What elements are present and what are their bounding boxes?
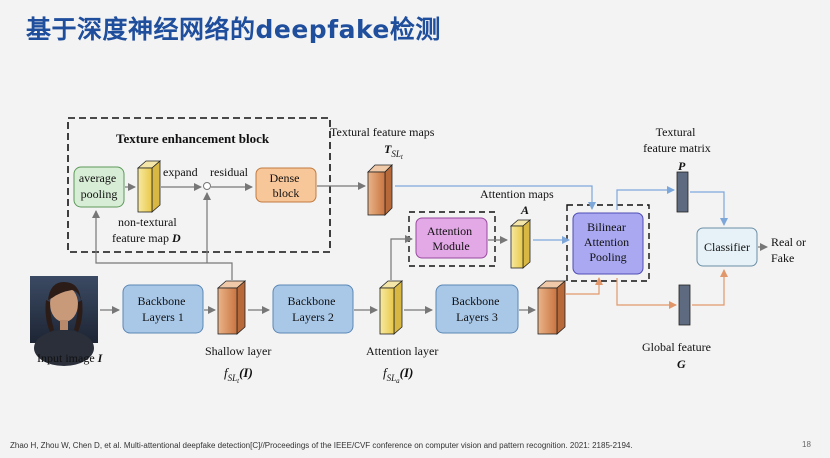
textural-matrix-var: P [678, 159, 686, 173]
backbone-layers-3-box [435, 284, 519, 334]
svg-text:fSLa(I): fSLa(I) [383, 365, 413, 385]
svg-text:fSLt(I): fSLt(I) [224, 365, 253, 385]
svg-text:Dense block: Dense block [270, 171, 303, 200]
input-face-image [30, 276, 98, 366]
svg-text:TSLt: TSLt [384, 142, 404, 161]
average-pooling-label-2: pooling [81, 187, 118, 201]
svg-text:Backbone Layers 1: Backbone Layers 1 [138, 294, 189, 324]
non-textural-label-1: non-textural [118, 215, 177, 229]
textural-maps-sub: SL [391, 149, 401, 159]
shallow-f: f [224, 365, 230, 380]
attention-module-label-1: Attention [427, 224, 472, 238]
shallow-layer-label: Shallow layer [205, 344, 271, 358]
attention-maps-var: A [520, 203, 529, 217]
shallow-sub: SL [228, 373, 238, 383]
slide-title: 基于深度神经网络的deepfake检测 [26, 15, 441, 44]
classifier-box [696, 227, 758, 267]
svg-text:Bilinear Attention Poo: Bilinear Attention Pooling [584, 220, 632, 264]
textural-feature-maps-block [367, 164, 393, 216]
backbone-3-label-2: Layers 3 [456, 310, 498, 324]
textural-feature-maps-label: Textural feature maps [330, 125, 435, 139]
backbone-2-label-2: Layers 2 [292, 310, 334, 324]
output-label-1: Real or [771, 235, 806, 249]
bilinear-label-3: Pooling [589, 250, 626, 264]
classifier-label: Classifier [704, 240, 750, 254]
attention-f: f [383, 365, 389, 380]
backbone-layers-2-box [272, 284, 354, 334]
output-label-2: Fake [771, 251, 794, 265]
attention-layer-label: Attention layer [366, 344, 438, 358]
texture-block-title: Texture enhancement block [116, 131, 270, 146]
backbone-3-label-1: Backbone [452, 294, 500, 308]
residual-label: residual [210, 165, 249, 179]
attention-arg: (I) [400, 365, 414, 380]
final-feature-block [536, 280, 567, 335]
textural-maps-subsub: t [401, 153, 404, 161]
non-textural-feature-map-block [136, 160, 162, 213]
shallow-layer-block [216, 280, 247, 335]
bilinear-dashed-frame [566, 204, 650, 282]
bilinear-label-2: Attention [584, 235, 629, 249]
textural-matrix-label-2: feature matrix [643, 141, 711, 155]
attention-sub: SL [387, 373, 397, 383]
textural-maps-var: T [384, 142, 392, 156]
non-textural-var: D [171, 231, 181, 245]
bilinear-attention-pooling-box [572, 212, 644, 275]
backbone-layers-1-box [122, 284, 204, 334]
page-number: 18 [802, 440, 811, 449]
attention-module-label-2: Module [432, 239, 469, 253]
textural-matrix-label-1: Textural [656, 125, 696, 139]
global-feature-var: G [677, 357, 686, 371]
backbone-1-label-2: Layers 1 [142, 310, 184, 324]
input-image-var: I [97, 351, 104, 365]
attention-subsub: a [396, 377, 400, 385]
subtract-node [203, 182, 211, 190]
average-pooling-label-1: average [79, 171, 116, 185]
svg-text:Backbone Layers 2: Backbone Layers 2 [288, 294, 339, 324]
svg-text:Real or Fake: Real or Fake [771, 235, 809, 265]
input-image-label: Input image [37, 351, 95, 365]
arrows [92, 182, 768, 314]
backbone-2-label-1: Backbone [288, 294, 336, 308]
attention-module-box [415, 217, 488, 259]
global-feature-bar [678, 284, 691, 326]
citation: Zhao H, Zhou W, Chen D, et al. Multi-att… [10, 441, 633, 450]
expand-label: expand [163, 165, 198, 179]
average-pooling-box [73, 166, 125, 208]
global-feature-label: Global feature [642, 340, 711, 354]
dense-block-box [255, 167, 317, 203]
non-textural-label-2: feature map [112, 231, 169, 245]
svg-text:Attention Module: Attention Module [427, 224, 475, 253]
attention-maps-block [509, 219, 532, 269]
backbone-1-label-1: Backbone [138, 294, 186, 308]
attention-maps-label: Attention maps [480, 187, 554, 201]
bilinear-label-1: Bilinear [587, 220, 626, 234]
attention-layer-block [378, 280, 404, 335]
dense-block-label-2: block [273, 186, 300, 200]
svg-text:Backbone Layers 3: Backbone Layers 3 [452, 294, 503, 324]
shallow-arg: (I) [239, 365, 253, 380]
shallow-subsub: t [237, 377, 240, 385]
textural-feature-matrix-bar [676, 171, 689, 213]
svg-text:Textural feature matrix: Textural feature matrix [643, 125, 711, 155]
svg-text:average pooling: average pooling [79, 171, 119, 201]
dense-block-label-1: Dense [270, 171, 300, 185]
